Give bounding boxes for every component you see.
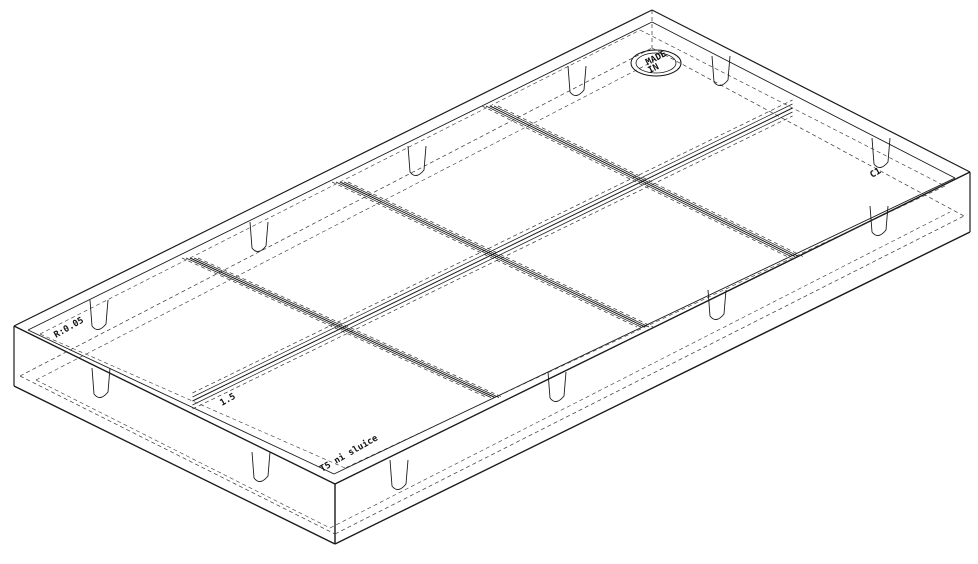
wall-tab-7 [251, 451, 271, 482]
rim-front-right-edge [334, 171, 971, 485]
long-divider-line-0-4 [192, 115, 793, 410]
wall-tab-10 [707, 289, 727, 320]
cell-edge-back [39, 29, 641, 335]
short-divider-line-0-3 [193, 257, 500, 398]
wall-tab-6 [91, 367, 111, 398]
short-divider-line-2-1 [485, 105, 792, 257]
bottom-front-right-edge [334, 231, 971, 545]
hidden-floor-front-right [334, 215, 965, 535]
wall-tab-4 [711, 55, 731, 86]
corner-mark-left: R:0.05 [53, 316, 86, 341]
wall-tab-2 [407, 145, 427, 176]
short-divider-line-2-2 [489, 105, 796, 257]
rim-back-right-edge [651, 9, 971, 173]
logo-bottom-text: IN [647, 62, 661, 76]
rim-inner-front-left [27, 329, 335, 475]
short-divider-line-2-3 [493, 105, 800, 257]
long-divider-line-0-1 [192, 103, 793, 398]
logo-seal-outer [630, 49, 682, 77]
front-mark: T5 ni sluice [318, 432, 380, 474]
right-mark: C1 [869, 167, 883, 181]
tray-outline [13, 9, 971, 545]
wall-tab-9 [547, 371, 567, 402]
short-divider-line-1-3 [343, 181, 650, 328]
wall-tab-8 [389, 459, 409, 490]
partition-mark: 1.5 [219, 392, 238, 409]
wall-tab-11 [869, 205, 889, 236]
tray-hidden-lines [19, 10, 965, 535]
short-divider-line-1-0 [331, 181, 638, 328]
tray-wall-tabs [89, 55, 891, 490]
bottom-front-left-edge [13, 385, 336, 545]
hidden-inner-floor-front-left [35, 379, 331, 529]
hidden-inner-floor-back-left [35, 61, 653, 381]
long-divider-line-0-0 [192, 99, 793, 394]
rim-inner-back-right [651, 21, 956, 179]
wall-tab-1 [249, 221, 269, 252]
logo-seal: MADE IN [630, 49, 682, 77]
short-divider-line-0-1 [185, 257, 492, 398]
rim-front-left-edge [13, 325, 336, 485]
short-divider-line-1-4 [347, 181, 654, 328]
logo-seal-inner [635, 52, 677, 74]
tray-partitions [39, 29, 946, 469]
wall-tab-3 [567, 65, 587, 96]
cell-edge-right [639, 29, 946, 187]
wall-tab-0 [89, 299, 109, 330]
hidden-floor-back-right [651, 47, 965, 217]
hidden-inner-floor-front-right [329, 211, 951, 529]
short-divider-line-1-2 [339, 181, 646, 328]
short-divider-line-2-0 [481, 105, 788, 257]
cell-edge-front [344, 185, 946, 469]
rim-back-left-edge [13, 9, 653, 327]
short-divider-line-0-2 [189, 257, 496, 398]
short-divider-line-2-4 [497, 105, 804, 257]
rim-inner-back-left [27, 21, 653, 331]
rim-inner-front-right [333, 177, 956, 475]
wall-tab-5 [871, 137, 891, 168]
short-divider-line-1-1 [335, 181, 642, 328]
hidden-floor-front-left [19, 375, 336, 535]
